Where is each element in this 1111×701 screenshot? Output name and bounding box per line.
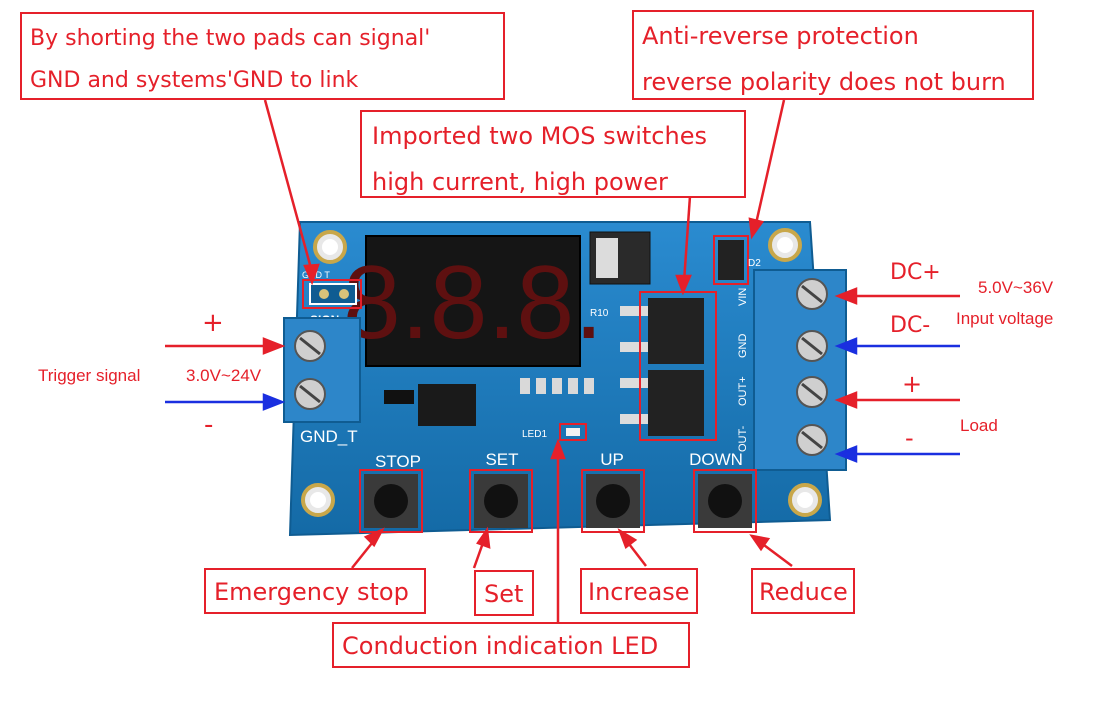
arrow-gnd-pads xyxy=(263,99,320,286)
silk-r10: R10 xyxy=(590,308,609,319)
arrow-led xyxy=(550,438,566,622)
callout-set-label: Set xyxy=(484,580,524,608)
sign-pads xyxy=(302,279,362,309)
callout-mos-line1: Imported two MOS switches xyxy=(372,122,707,150)
conduction-led xyxy=(559,423,587,441)
silk-vin: VIN xyxy=(737,288,749,306)
blue-arrows xyxy=(165,337,960,463)
trigger-minus-sign: - xyxy=(204,410,214,440)
load-minus-sign: - xyxy=(905,424,914,452)
callout-arrows xyxy=(165,99,960,622)
callout-set: Set xyxy=(474,570,534,616)
silk-led: LED1 xyxy=(522,429,547,440)
trigger-range: 3.0V~24V xyxy=(186,366,262,385)
set-button[interactable] xyxy=(469,469,533,533)
display-digits: 8.8.8. xyxy=(343,245,603,361)
arrow-increase xyxy=(617,528,647,567)
arrow-trigger-plus xyxy=(165,337,286,355)
arrow-dc-minus xyxy=(834,337,960,355)
mosfet-q2 xyxy=(620,370,704,436)
arrow-trigger-minus xyxy=(165,393,286,411)
mounting-hole xyxy=(788,483,822,517)
silk-gnd: GND xyxy=(737,334,749,359)
diode-d2 xyxy=(713,235,749,285)
load-label: Load xyxy=(960,416,998,435)
dc-minus-label: DC- xyxy=(890,313,931,338)
callout-reduce: Reduce xyxy=(751,568,855,614)
silk-gnd-t-small: GND T xyxy=(302,270,330,280)
callout-conduction-led: Conduction indication LED xyxy=(332,622,690,668)
callout-mos-switches: Imported two MOS switches high current, … xyxy=(360,110,746,198)
silk-down: DOWN xyxy=(689,450,743,469)
callout-emergency-stop-label: Emergency stop xyxy=(214,578,409,606)
arrow-load-minus xyxy=(834,445,960,463)
smd-resistors xyxy=(520,378,594,394)
mounting-hole xyxy=(301,483,335,517)
silk-gnd-t: GND_T xyxy=(300,427,358,446)
arrow-dc-plus xyxy=(834,287,960,305)
callout-gnd-link-line2: GND and systems'GND to link xyxy=(30,67,359,93)
trigger-plus-sign: + xyxy=(202,308,224,338)
mosfet-q1 xyxy=(620,298,704,364)
up-button[interactable] xyxy=(581,469,645,533)
silk-out-minus: OUT- xyxy=(737,425,749,452)
callout-led-label: Conduction indication LED xyxy=(342,632,659,660)
voltage-regulator xyxy=(589,231,651,285)
silk-d2: D2 xyxy=(748,258,761,269)
arrow-reduce xyxy=(749,534,793,567)
callout-reverse-line2: reverse polarity does not burn xyxy=(642,67,1006,96)
silk-out-plus: OUT+ xyxy=(737,376,749,406)
callout-gnd-link-line1: By shorting the two pads can signal' xyxy=(30,26,431,51)
arrow-diode xyxy=(748,99,786,240)
callout-increase: Increase xyxy=(580,568,698,614)
callout-increase-label: Increase xyxy=(588,578,690,606)
callout-reduce-label: Reduce xyxy=(759,578,848,606)
arrow-load-plus xyxy=(834,391,960,409)
down-button[interactable] xyxy=(693,469,757,533)
mosfet-highlight xyxy=(639,291,717,441)
silk-set: SET xyxy=(485,450,518,469)
callout-emergency-stop: Emergency stop xyxy=(204,568,426,614)
stop-button[interactable] xyxy=(359,469,423,533)
callout-gnd-link: By shorting the two pads can signal' GND… xyxy=(20,12,505,100)
arrow-set xyxy=(472,526,491,569)
dc-plus-label: DC+ xyxy=(890,260,941,285)
load-plus-sign: + xyxy=(902,370,923,398)
voltage-range: 5.0V~36V xyxy=(978,278,1054,297)
silk-up: UP xyxy=(600,450,624,469)
input-terminal-block xyxy=(283,317,361,423)
callout-reverse-protection: Anti-reverse protection reverse polarity… xyxy=(632,10,1034,100)
trigger-label: Trigger signal xyxy=(38,366,141,385)
power-terminal-block xyxy=(753,269,847,471)
seven-segment-display: 8.8.8. xyxy=(343,235,603,367)
optocoupler xyxy=(384,384,476,426)
mounting-hole xyxy=(313,230,347,264)
callout-mos-line2: high current, high power xyxy=(372,167,668,196)
arrow-emergency-stop xyxy=(351,527,385,569)
voltage-label: Input voltage xyxy=(956,309,1054,328)
mounting-hole xyxy=(768,228,802,262)
arrow-mos xyxy=(675,195,692,296)
callout-reverse-line1: Anti-reverse protection xyxy=(642,22,919,50)
silk-stop: STOP xyxy=(375,452,421,471)
